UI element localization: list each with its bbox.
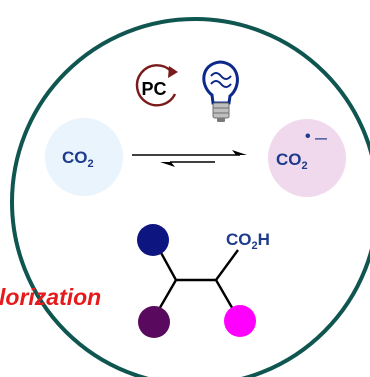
- equilibrium-arrows-icon: [132, 150, 247, 167]
- carboxyl-group-label: CO2H: [226, 230, 270, 252]
- carboxyl-main: CO: [226, 230, 252, 249]
- bulb-base: [212, 102, 230, 119]
- substituent-purple-sphere: [138, 306, 170, 338]
- photocatalyst-cycle-arrow: [135, 64, 177, 107]
- co2-radical-label: CO2: [276, 150, 308, 172]
- co2-radical-label-main: CO: [276, 150, 302, 169]
- co2-label-subscript: 2: [88, 158, 94, 170]
- carboxyl-tail: H: [258, 230, 270, 249]
- bulb-filament: [210, 72, 232, 88]
- co2-label-main: CO: [62, 148, 88, 167]
- co2-radical-bubble: [268, 119, 346, 197]
- co2-radical-anion: CO2 • —: [268, 119, 346, 197]
- substituent-magenta-sphere: [224, 305, 256, 337]
- negative-charge: —: [315, 131, 327, 145]
- photocatalyst-badge: PC: [135, 64, 178, 107]
- catalytic-cycle-ring: [10, 17, 370, 377]
- radical-dot: •: [305, 128, 311, 145]
- co2-label: CO2: [62, 148, 94, 170]
- valorization-label: lorization: [0, 284, 101, 310]
- substituent-navy-sphere: [137, 224, 169, 256]
- co2-bubble: [45, 118, 123, 196]
- carboxyl-subscript: 2: [252, 240, 258, 252]
- carboxylated-product: CO2H: [137, 224, 270, 338]
- product-skeleton-bonds: [152, 239, 240, 319]
- co2-reagent: CO2: [45, 118, 123, 196]
- light-bulb-icon: [202, 60, 239, 122]
- photocatalyst-label: PC: [141, 79, 166, 99]
- photocatalyst-arrowhead-icon: [168, 66, 178, 78]
- co2-radical-label-subscript: 2: [302, 160, 308, 172]
